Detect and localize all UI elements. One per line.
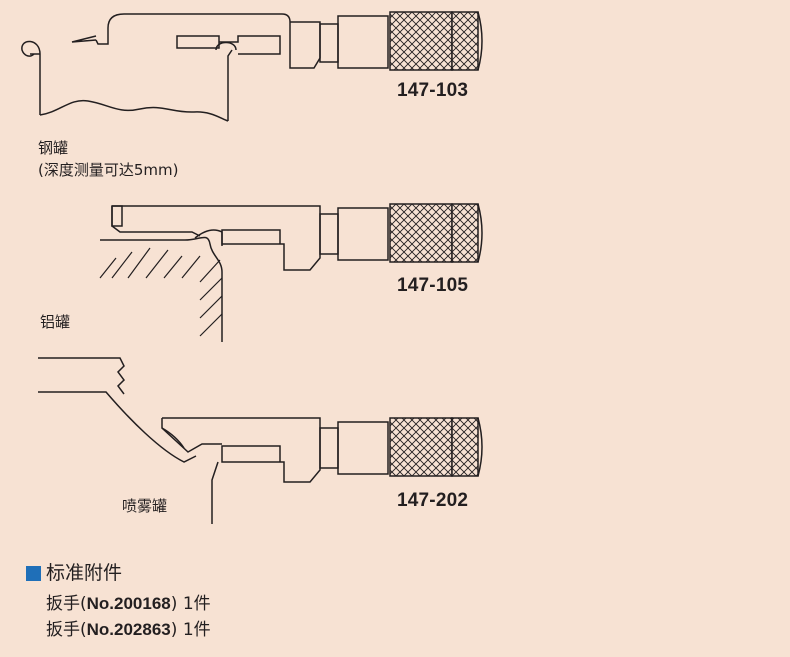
model-number-147-103: 147-103 [397,80,469,101]
accessories-title: 标准附件 [46,562,123,584]
part-number: No.202863 [86,620,171,639]
model-number-147-105: 147-105 [397,275,469,296]
label-depth-note: (深度测量可达5mm) [38,161,179,179]
gauge-147-105 [99,203,483,342]
label-steel-can: 钢罐 [38,139,69,157]
accessory-item: 扳手(No.200168) 1件 [46,594,211,614]
gauge-147-103 [21,11,483,122]
square-bullet-icon [26,565,41,581]
accessory-item: 扳手(No.202863) 1件 [46,620,211,640]
accessories-heading: 标准附件 [26,561,122,585]
label-aluminum-can: 铝罐 [40,313,71,331]
gauge-147-202 [38,357,483,524]
part-number: No.200168 [86,594,171,613]
label-spray-can: 喷雾罐 [122,497,168,515]
model-number-147-202: 147-202 [397,490,469,511]
